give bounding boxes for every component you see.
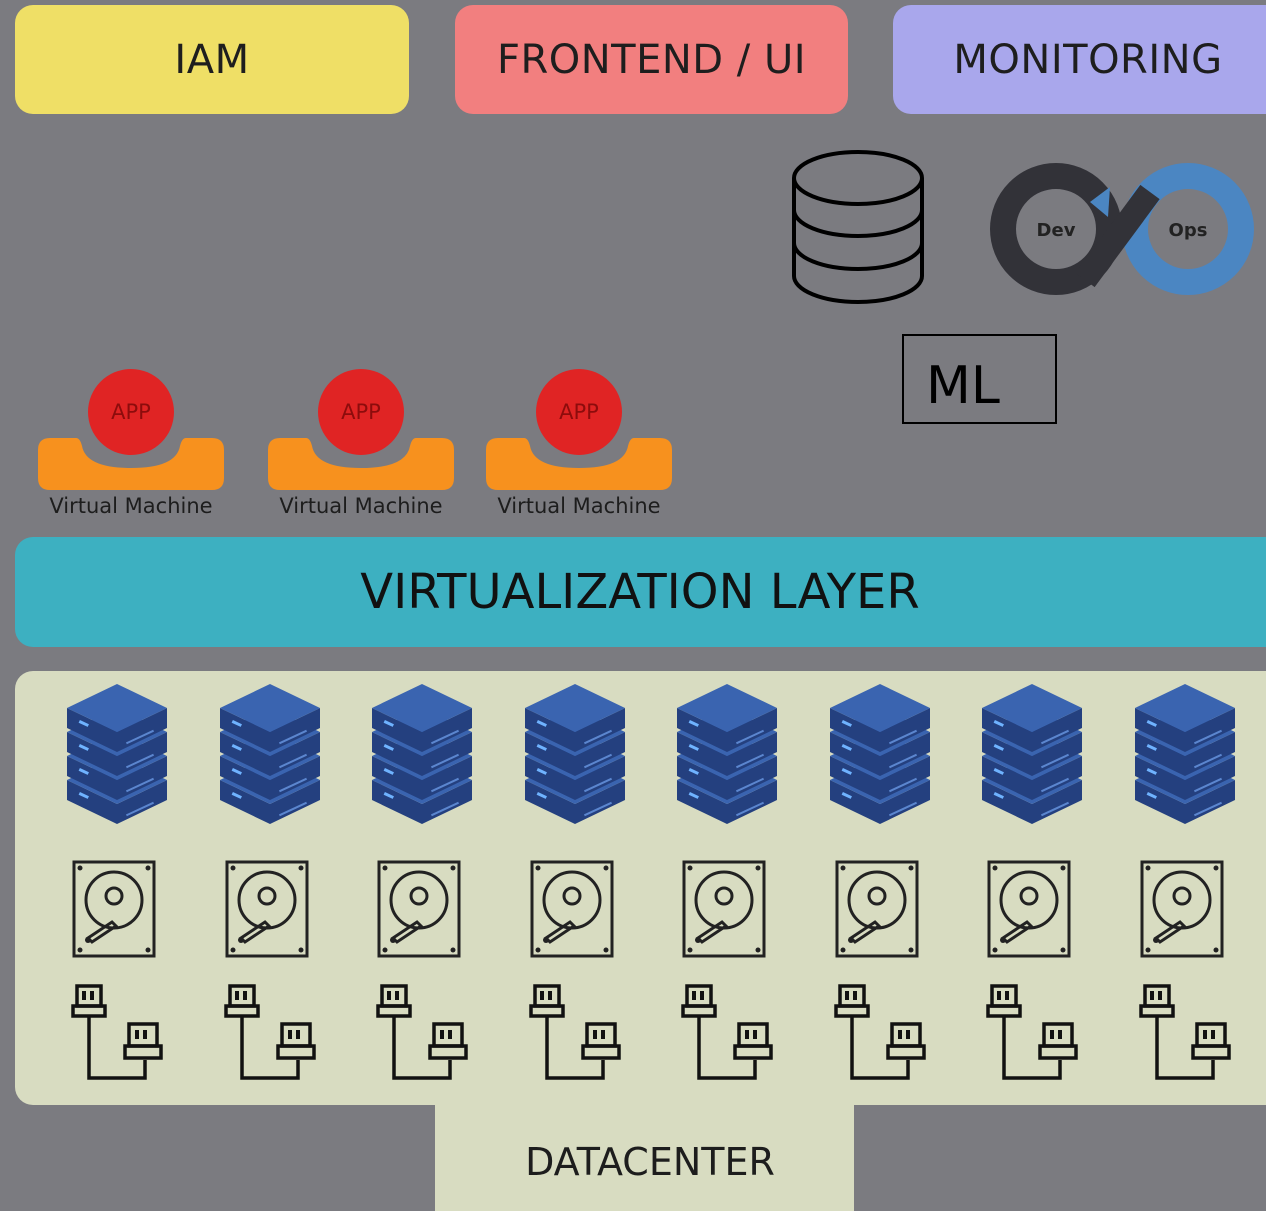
monitoring-label: MONITORING — [953, 36, 1223, 83]
devops-ops-text: Ops — [1169, 220, 1208, 241]
network-cable-icon — [681, 984, 773, 1080]
frontend-ui-label: FRONTEND / UI — [496, 36, 807, 83]
iam-box: IAM — [15, 5, 409, 114]
vm-tray-icon — [268, 369, 454, 490]
vm-label: Virtual Machine — [49, 494, 213, 518]
network-cable-icon — [71, 984, 163, 1080]
server-stack-icon — [219, 684, 320, 824]
datacenter-tab — [435, 1090, 854, 1211]
hardware-column — [1133, 682, 1263, 1082]
vm-tray-icon — [38, 369, 224, 490]
hardware-column — [65, 682, 195, 1082]
hardware-column — [523, 682, 653, 1082]
hardware-column — [218, 682, 348, 1082]
server-stack-icon — [829, 684, 930, 824]
server-stack-icon — [1134, 684, 1235, 824]
hardware-column — [980, 682, 1110, 1082]
hard-drive-icon — [682, 860, 766, 958]
vm-tray-icon — [486, 369, 672, 490]
hard-drive-icon — [225, 860, 308, 958]
ml-box: ML — [902, 334, 1057, 424]
app-label: APP — [341, 400, 381, 424]
hard-drive-icon — [987, 860, 1071, 958]
hardware-column — [675, 682, 805, 1082]
devops-logo: Dev Ops — [990, 163, 1254, 295]
virtual-machine: APP Virtual Machine — [484, 368, 674, 528]
hardware-column — [828, 682, 958, 1082]
network-cable-icon — [1138, 984, 1231, 1080]
server-stack-icon — [982, 684, 1082, 824]
virtual-machine: APP Virtual Machine — [36, 368, 226, 528]
network-cable-icon — [833, 984, 926, 1080]
virtual-machine: APP Virtual Machine — [266, 368, 456, 528]
server-stack-icon — [67, 684, 167, 824]
iam-label: IAM — [174, 36, 250, 83]
network-cable-icon — [223, 984, 316, 1080]
datacenter-label: DATACENTER — [525, 1140, 775, 1184]
hard-drive-icon — [72, 860, 156, 958]
server-stack-icon — [524, 684, 625, 824]
app-label: APP — [559, 400, 599, 424]
network-cable-icon — [376, 984, 468, 1080]
vm-label: Virtual Machine — [497, 494, 661, 518]
virtualization-layer-label: VIRTUALIZATION LAYER — [360, 564, 920, 620]
network-cable-icon — [528, 984, 621, 1080]
hard-drive-icon — [835, 860, 918, 958]
database-icon — [792, 150, 924, 304]
monitoring-box: MONITORING — [893, 5, 1266, 114]
hard-drive-icon — [530, 860, 613, 958]
virtualization-layer: VIRTUALIZATION LAYER — [15, 537, 1266, 647]
hardware-column — [370, 682, 500, 1082]
network-cable-icon — [986, 984, 1078, 1080]
server-stack-icon — [372, 684, 472, 824]
vm-label: Virtual Machine — [279, 494, 443, 518]
server-stack-icon — [677, 684, 777, 824]
frontend-ui-box: FRONTEND / UI — [455, 5, 848, 114]
devops-dev-text: Dev — [1037, 220, 1076, 241]
hard-drive-icon — [377, 860, 461, 958]
app-label: APP — [111, 400, 151, 424]
hard-drive-icon — [1140, 860, 1223, 958]
